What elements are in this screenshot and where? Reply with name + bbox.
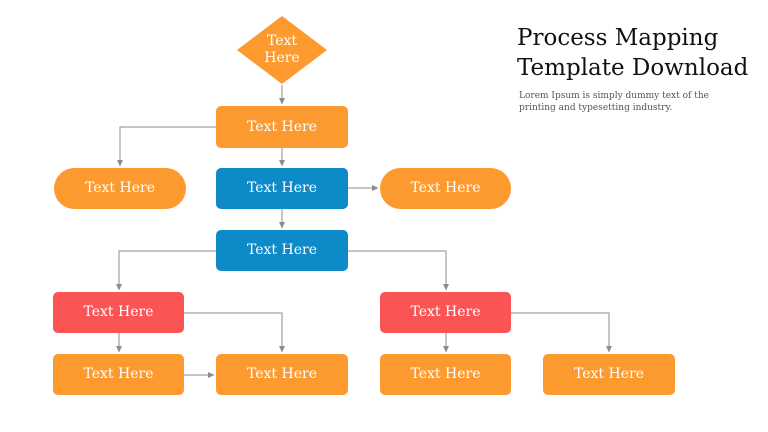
right-branch-box: Text Here [380, 292, 511, 333]
right-terminal-pill: Text Here [380, 168, 511, 209]
decision-diamond: Text Here [236, 15, 328, 85]
right-leaf-a-box: Text Here [380, 354, 511, 395]
step1-box: Text Here [216, 106, 348, 148]
slide-subtitle: Lorem Ipsum is simply dummy text of the … [519, 91, 709, 113]
connector-step3-to-right-branch [348, 250, 449, 291]
connector-step1-to-left-terminal [117, 126, 216, 167]
connector-left-branch-to-leaf-b [184, 312, 285, 353]
step2-box: Text Here [216, 168, 348, 209]
decision-label: Text Here [264, 33, 300, 66]
diamond-shape [237, 16, 327, 84]
connector-right-branch-to-leaf-b [511, 312, 612, 353]
right-leaf-b-box: Text Here [543, 354, 675, 395]
slide-title-line1: Process Mapping [517, 25, 719, 51]
connector-step3-to-left-branch [116, 250, 216, 291]
step3-box: Text Here [216, 230, 348, 271]
left-terminal-pill: Text Here [54, 168, 186, 209]
slide-title-line2: Template Download [517, 55, 749, 81]
left-leaf-a-box: Text Here [53, 354, 184, 395]
slide-title: Process Mapping Template Download [517, 23, 757, 83]
left-branch-box: Text Here [53, 292, 184, 333]
left-leaf-b-box: Text Here [216, 354, 348, 395]
